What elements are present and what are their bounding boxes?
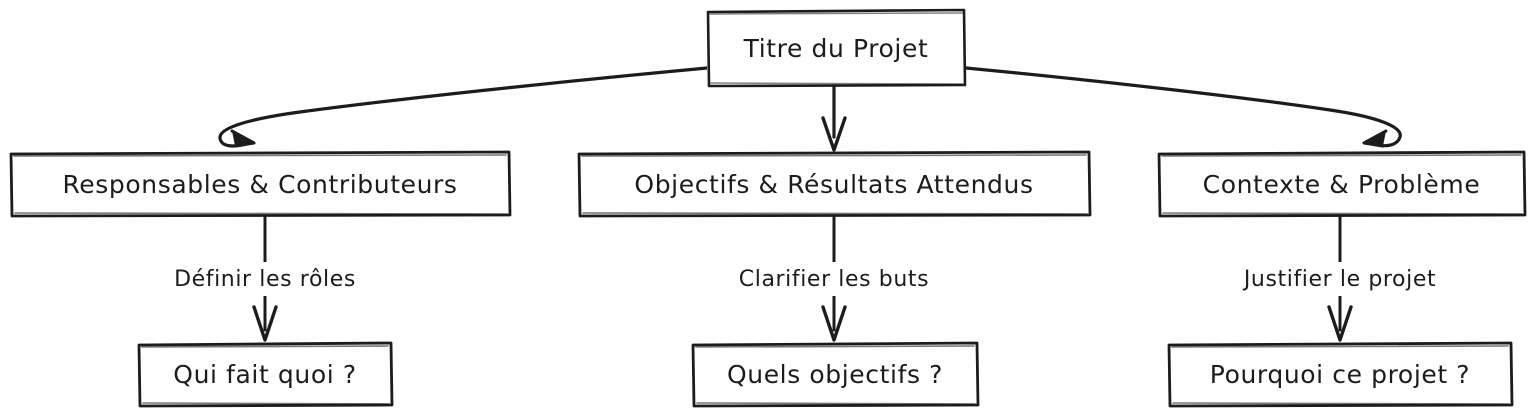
node-box-root[interactable] — [706, 8, 967, 88]
edge-root-to-center — [821, 84, 847, 152]
edge-center-to-leaf — [821, 214, 847, 342]
edge-root-to-right — [964, 66, 1402, 148]
edge-left-to-leaf — [252, 214, 278, 342]
node-box-leaf-center[interactable] — [691, 341, 980, 408]
node-box-branch-center[interactable] — [577, 150, 1092, 218]
node-box-branch-left[interactable] — [9, 150, 512, 218]
node-box-leaf-right[interactable] — [1167, 341, 1514, 408]
node-box-branch-right[interactable] — [1157, 150, 1527, 218]
edge-root-to-left — [218, 66, 709, 148]
node-box-leaf-left[interactable] — [137, 341, 394, 408]
edge-right-to-leaf — [1327, 214, 1353, 342]
